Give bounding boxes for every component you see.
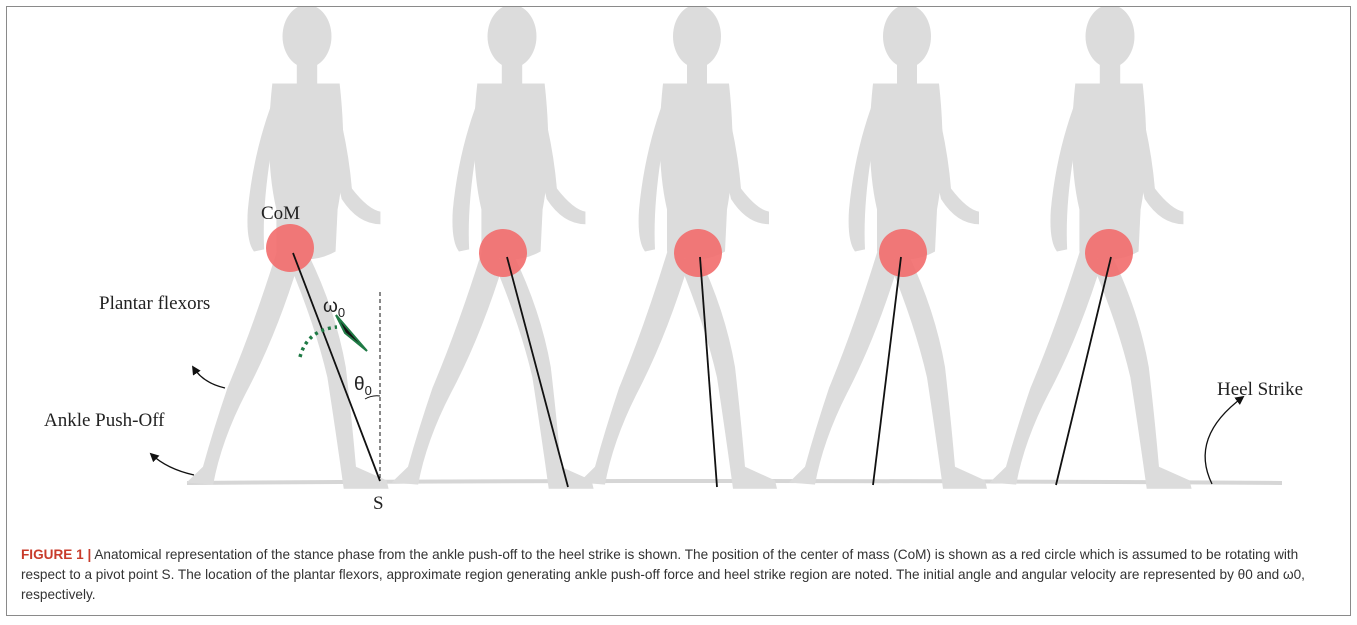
caption-label: FIGURE 1 | [21,547,91,562]
omega-symbol: ω [323,296,338,317]
plantar-flexors-label: Plantar flexors [99,293,210,314]
figure-frame: CoM ω0 θ0 S Plantar flexors Ankle Push-O… [6,6,1351,616]
pendulum-line-2 [507,257,568,487]
pendulum-line-1 [293,253,380,481]
heel-strike-arrow [1205,397,1243,484]
caption-line-1: Anatomical representation of the stance … [94,547,1017,562]
heel-strike-label: Heel Strike [1217,379,1303,400]
com-circle-2 [479,229,527,277]
omega-label: ω0 [323,296,345,320]
ankle-push-off-arrow [151,454,194,475]
com-circles [266,224,1133,277]
pivot-label: S [373,493,384,514]
com-circle-1 [266,224,314,272]
com-circle-3 [674,229,722,277]
theta-label: θ0 [354,374,372,398]
theta-subscript: 0 [365,383,372,398]
plantar-flexors-arrow [193,367,225,388]
gait-diagram: CoM ω0 θ0 S Plantar flexors Ankle Push-O… [7,7,1352,537]
omega-subscript: 0 [338,305,345,320]
theta-symbol: θ [354,374,365,395]
figure-caption: FIGURE 1 | Anatomical representation of … [21,545,1341,605]
com-circle-4 [879,229,927,277]
com-label: CoM [261,203,300,224]
com-circle-5 [1085,229,1133,277]
ankle-push-off-label: Ankle Push-Off [44,410,165,431]
